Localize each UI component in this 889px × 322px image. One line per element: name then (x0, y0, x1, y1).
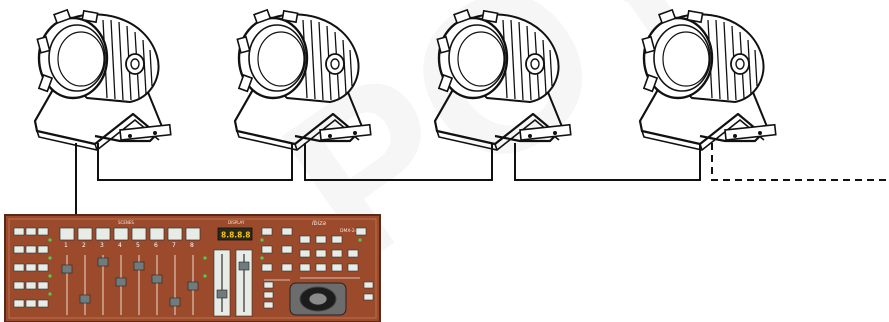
channel-number-1: 1 (64, 242, 68, 249)
channel-number-5: 5 (136, 242, 140, 249)
controller-display-value: 8.8.8.8 (221, 231, 250, 240)
par-light-1 (35, 10, 171, 150)
cable-light-1-to-light-2 (98, 143, 292, 180)
channel-number-4: 4 (118, 242, 122, 249)
cable-light-4-continuation (712, 143, 889, 180)
joystick[interactable] (290, 283, 346, 315)
dmx-controller: SCENES 1 2 3 4 5 6 7 8 (5, 215, 380, 322)
controller-display-label: DISPLAY (228, 220, 245, 225)
channel-number-3: 3 (100, 242, 104, 249)
channel-number-6: 6 (154, 242, 158, 249)
channel-number-2: 2 (82, 242, 86, 249)
controller-scenes-label: SCENES (118, 220, 134, 225)
channel-number-8: 8 (190, 242, 194, 249)
controller-brand: Ibiza (312, 220, 326, 227)
channel-number-7: 7 (172, 242, 176, 249)
